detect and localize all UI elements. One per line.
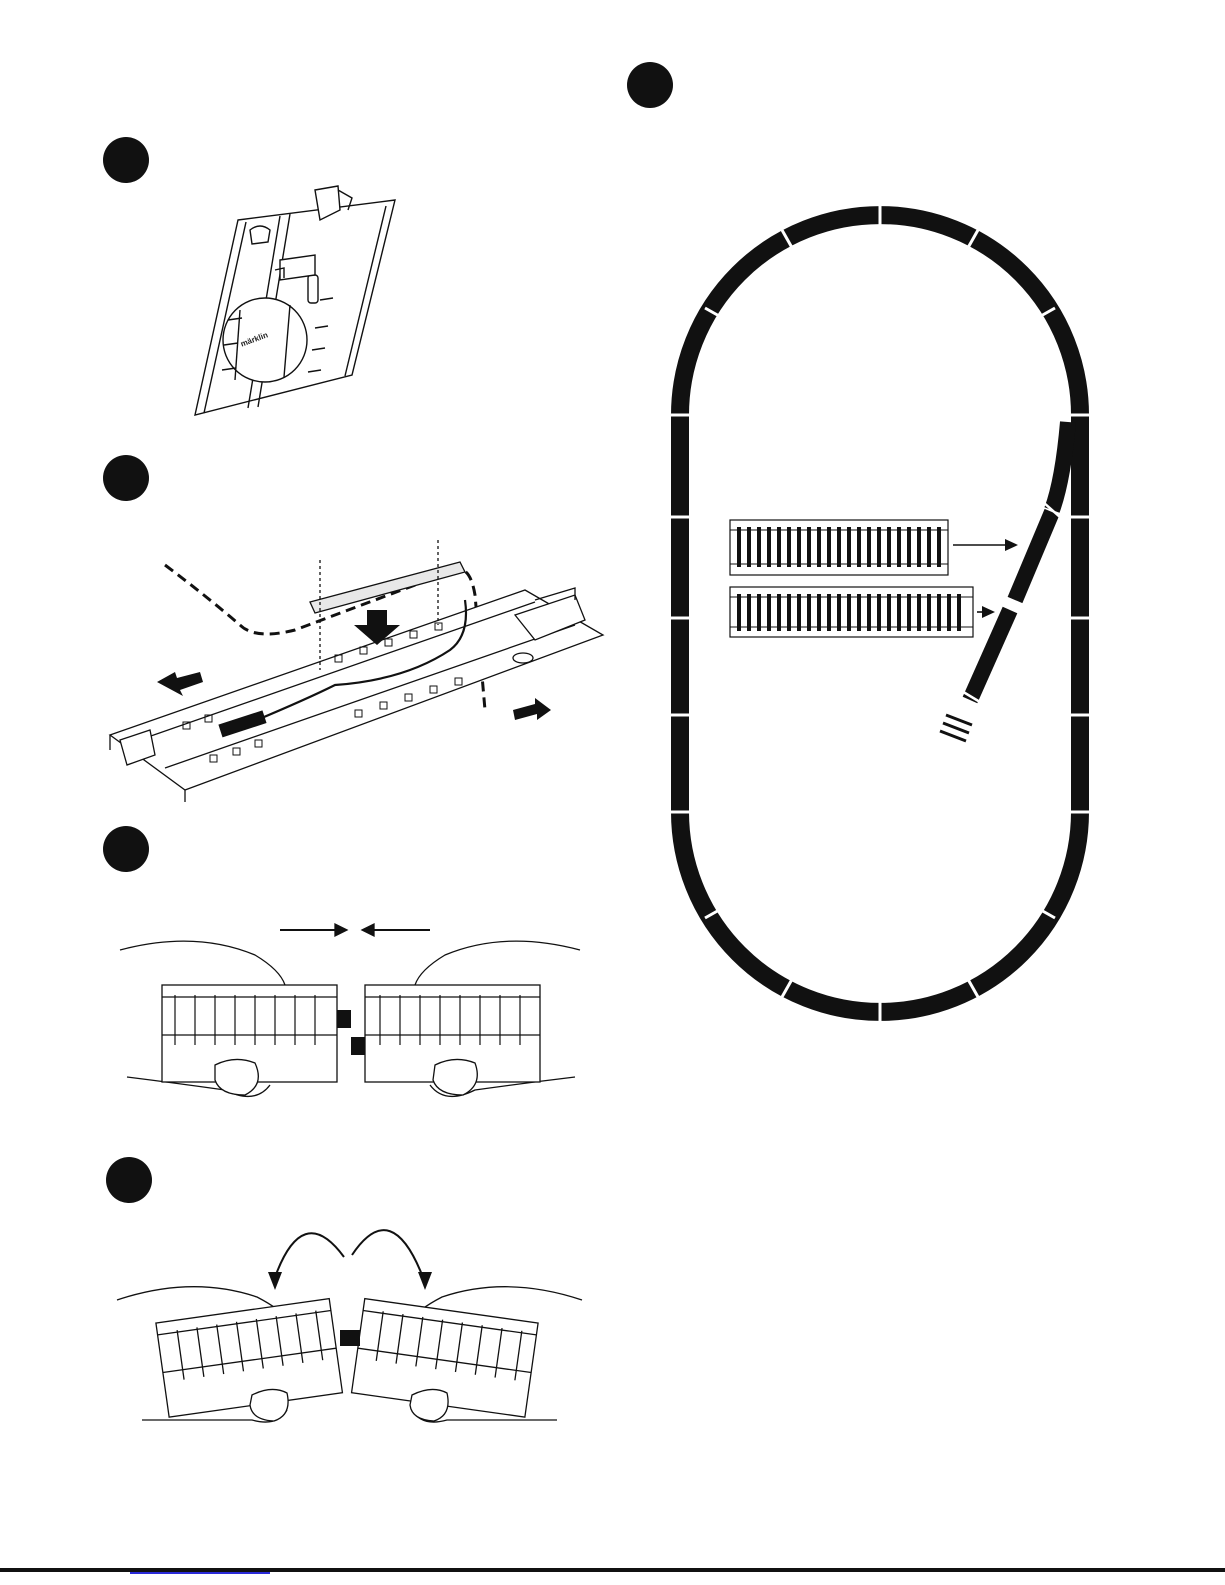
step-3-badge: [103, 826, 149, 872]
step-2-badge: [103, 455, 149, 501]
step-4-badge: [106, 1157, 152, 1203]
footer-link-underline: [130, 1572, 270, 1574]
track-underside-illustration: [180, 180, 410, 425]
straight-track-pieces: [725, 515, 1030, 645]
track-separate-illustration: [112, 1205, 587, 1430]
step-5-badge: [627, 62, 673, 108]
track-circuit-insert-illustration: [105, 540, 610, 805]
step-1-badge: [103, 137, 149, 183]
track-join-illustration: [115, 915, 585, 1110]
